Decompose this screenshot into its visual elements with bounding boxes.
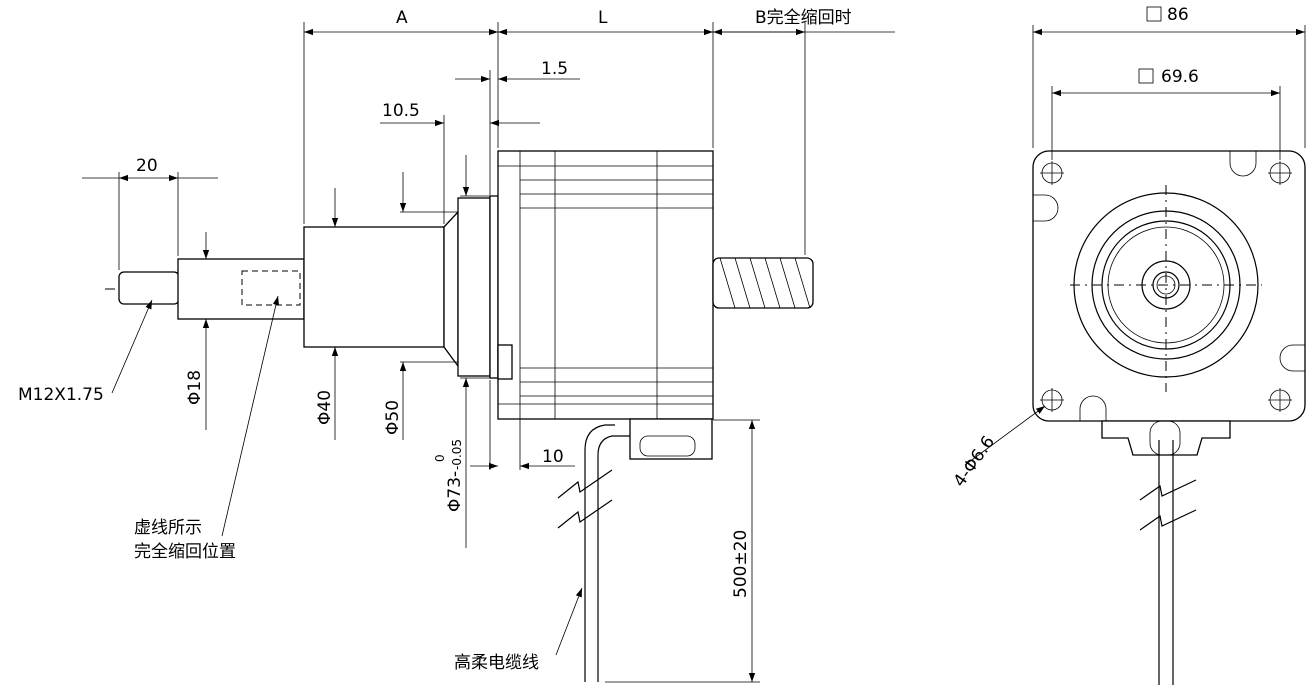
flange-notch <box>1033 194 1059 222</box>
dim-20-label: 20 <box>136 156 158 176</box>
front-cable-break <box>1139 479 1197 531</box>
rod <box>177 258 305 320</box>
rod-thread-end <box>118 271 180 305</box>
dim-phi73-tol-upper: 0 <box>433 454 447 462</box>
note-line2: 完全缩回位置 <box>134 542 236 562</box>
dim-phi73-label: Φ73- <box>445 471 465 512</box>
dim-10-5-label: 10.5 <box>382 101 420 121</box>
dim-phi50-label: Φ50 <box>383 400 403 435</box>
square-symbol <box>1138 68 1154 84</box>
dim-phi73-tol-lower: -0.05 <box>450 439 464 470</box>
dim-1-5-label: 1.5 <box>541 59 568 79</box>
lead-screw <box>712 257 814 309</box>
cable-connector-inner <box>639 435 696 457</box>
lead-screw-thread <box>719 257 811 309</box>
cable-connector <box>629 418 713 460</box>
dim-phi18-label: Φ18 <box>185 370 205 405</box>
retracted-position-hidden <box>241 270 301 306</box>
motor-body <box>497 150 714 420</box>
thread-label: M12X1.75 <box>18 385 104 405</box>
front-connector-inner <box>1149 420 1181 456</box>
dim-a-label: A <box>396 8 408 28</box>
flange-notch <box>1279 344 1305 372</box>
leader-cable <box>555 587 583 656</box>
dim-86-label: 86 <box>1167 5 1189 25</box>
housing-flange-taper <box>443 210 459 368</box>
housing-flange <box>457 197 491 377</box>
leader-note <box>221 295 280 537</box>
square-symbol <box>1146 6 1162 22</box>
mounting-hole-cross <box>1268 388 1292 412</box>
pilot-boss <box>489 195 499 379</box>
dim-10-label: 10 <box>542 447 564 467</box>
mounting-hole-cross <box>1040 388 1064 412</box>
front-view: 86 69.6 4-Φ6.6 <box>950 5 1306 685</box>
leader-holes <box>964 405 1046 466</box>
mounting-hole-cross <box>1268 161 1292 185</box>
flange-notch <box>1079 395 1107 421</box>
mounting-hole-cross <box>1040 161 1064 185</box>
cable <box>597 435 630 682</box>
actuator-housing <box>303 226 445 348</box>
motor-step <box>497 344 513 380</box>
dim-l-label: L <box>598 8 608 28</box>
holes-label: 4-Φ6.6 <box>950 432 999 490</box>
cable-label: 高柔电缆线 <box>454 653 539 673</box>
side-view: A L B完全缩回时 1.5 10.5 20 Φ18 Φ40 Φ50 <box>18 8 895 683</box>
dim-cable-label: 500±20 <box>731 530 751 598</box>
flange-notch <box>1229 151 1257 177</box>
dim-phi40-label: Φ40 <box>315 390 335 425</box>
front-connector <box>1101 420 1231 456</box>
note-line1: 虚线所示 <box>134 518 202 538</box>
leader-thread <box>111 299 153 394</box>
dim-b-label: B完全缩回时 <box>755 8 852 28</box>
cable <box>584 424 615 682</box>
dim-69-6-label: 69.6 <box>1161 67 1199 87</box>
cable-break <box>557 469 613 529</box>
